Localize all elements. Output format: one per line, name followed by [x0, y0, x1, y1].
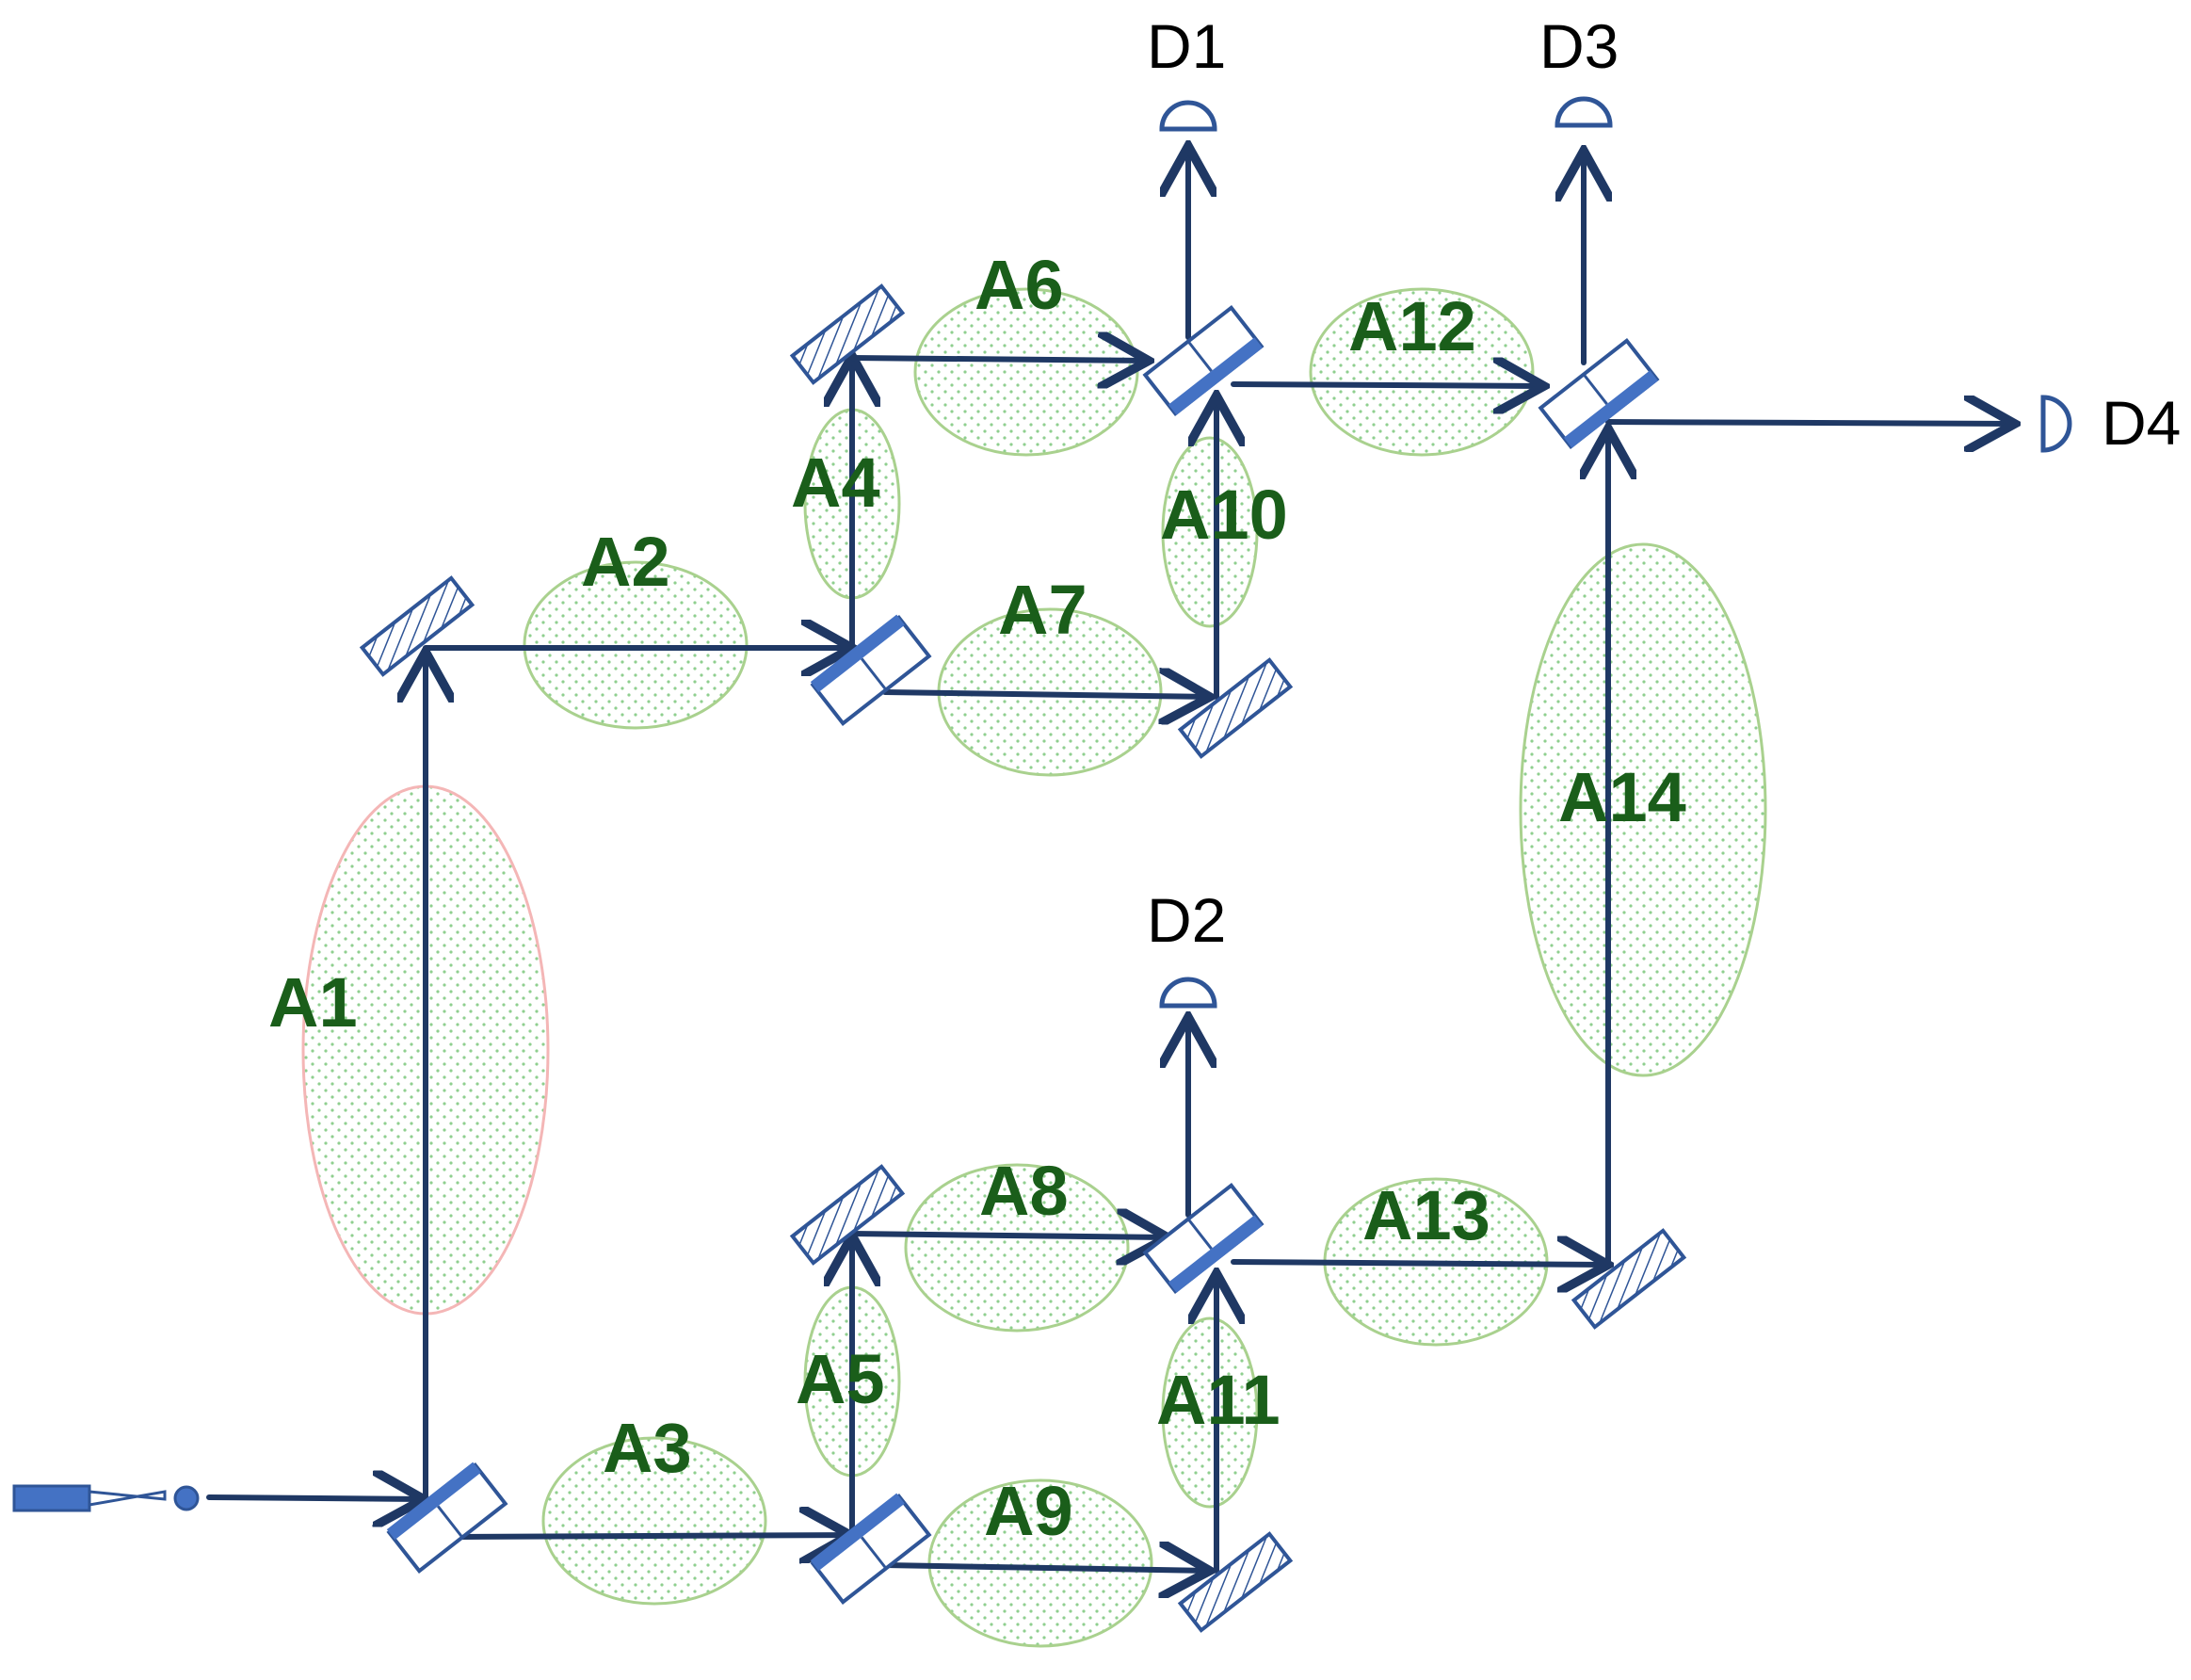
laser-aperture [173, 1485, 200, 1511]
label-a4: A4 [791, 444, 880, 522]
detector-d2-icon [1159, 977, 1217, 1009]
region-a14 [1519, 542, 1767, 1077]
mirror-4 [789, 1164, 906, 1266]
beam-a7 [882, 692, 1210, 697]
label-a3: A3 [603, 1409, 692, 1487]
region-a3 [541, 1436, 767, 1606]
beam-paths [206, 146, 2015, 1571]
label-a1: A1 [268, 963, 358, 1042]
label-d3: D3 [1539, 11, 1619, 81]
laser-cone [88, 1490, 167, 1507]
mirror-2 [789, 283, 906, 385]
label-a12: A12 [1348, 287, 1476, 365]
beam-splitter-6 [1538, 337, 1660, 450]
detectors [1159, 96, 2072, 1009]
laser-source [12, 1484, 200, 1512]
beam-a13 [1231, 1262, 1608, 1265]
label-a14: A14 [1558, 758, 1686, 836]
label-d1: D1 [1147, 11, 1226, 81]
label-a10: A10 [1160, 476, 1288, 554]
regions [301, 287, 1767, 1648]
label-d2: D2 [1147, 885, 1226, 955]
beam-a6 [849, 358, 1149, 361]
detector-d3-icon [1555, 96, 1613, 128]
label-a9: A9 [984, 1472, 1073, 1550]
mirror-3 [1177, 657, 1294, 759]
label-d4: D4 [2102, 388, 2181, 458]
label-a6: A6 [975, 246, 1064, 324]
beam-d4 [1605, 422, 2015, 424]
label-a5: A5 [796, 1340, 885, 1418]
mirror-6 [1571, 1228, 1687, 1330]
beam-a3 [459, 1535, 850, 1537]
detector-d1-icon [1159, 100, 1217, 132]
mirror-5 [1177, 1531, 1294, 1633]
beam-splitter-4 [1142, 304, 1265, 417]
beam-splitter-3 [810, 1493, 932, 1606]
beam-splitter-5 [1142, 1182, 1265, 1295]
beam-splitters [386, 304, 1660, 1606]
region-labels: A1 A2 A3 A4 A5 A6 A7 A8 A9 A10 A11 A12 A… [268, 246, 1686, 1550]
label-a8: A8 [979, 1152, 1069, 1230]
label-a2: A2 [581, 523, 670, 601]
beam-a8 [849, 1234, 1168, 1237]
detector-labels: D1 D2 D3 D4 [1147, 11, 2181, 955]
label-a11: A11 [1156, 1361, 1281, 1439]
beam-a12 [1231, 384, 1544, 386]
beam-a9 [882, 1565, 1210, 1571]
detector-d4-icon [2040, 395, 2072, 453]
beam-splitter-1 [386, 1462, 508, 1575]
mirrors [359, 283, 1687, 1633]
label-a13: A13 [1362, 1176, 1490, 1254]
beam-input [206, 1497, 424, 1499]
label-a7: A7 [998, 571, 1087, 649]
beam-splitter-2 [810, 614, 932, 727]
laser-body [12, 1484, 91, 1512]
mirror-1 [359, 575, 475, 677]
